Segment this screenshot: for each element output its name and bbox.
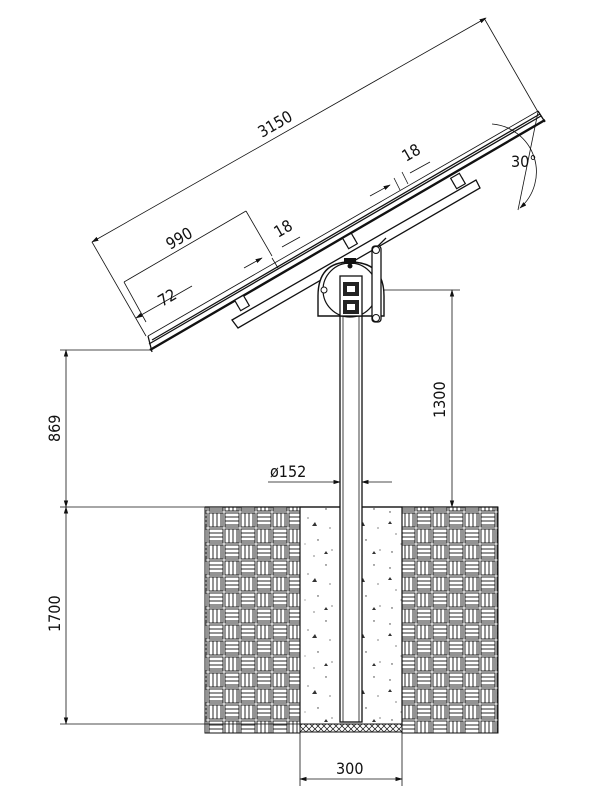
dim-edge-offset: 72 (155, 285, 180, 311)
dim-panel-length: 3150 (255, 107, 296, 142)
dim-low-edge-height: 869 (45, 415, 64, 442)
gravel-bed (299, 723, 403, 733)
soil-left (204, 506, 301, 734)
actuator-arm (371, 237, 387, 323)
soil-right (401, 506, 499, 734)
dim-rail-width-right: 18 (399, 140, 424, 166)
support-post (339, 299, 363, 723)
dim-post-diameter: ø152 (270, 462, 306, 481)
dim-foundation-width: 300 (336, 759, 363, 778)
dim-tilt-angle: 30° (511, 152, 537, 171)
dim-rail-width-left: 18 (271, 216, 296, 242)
dim-pivot-height: 1300 (430, 381, 449, 418)
dim-purlin-spacing: 990 (163, 223, 196, 253)
dim-foundation-depth: 1700 (45, 595, 64, 632)
drive-head (317, 237, 387, 323)
